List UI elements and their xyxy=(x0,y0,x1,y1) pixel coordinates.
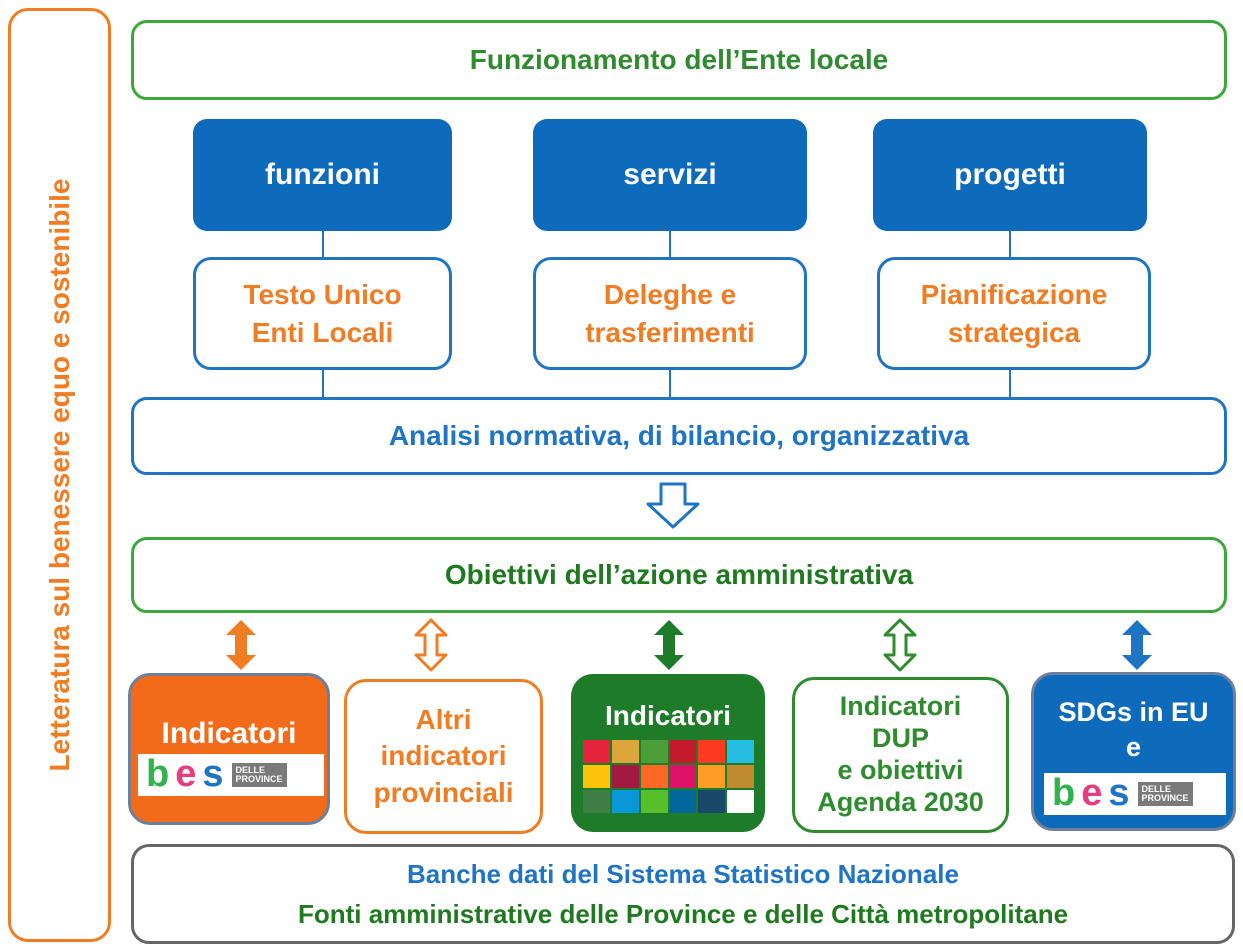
footer-line-2: Fonti amministrative delle Province e de… xyxy=(297,899,1069,929)
double-arrow-outline-icon xyxy=(414,618,448,672)
sdg-goal-icon xyxy=(583,765,610,788)
indicator-line: provinciali xyxy=(373,776,514,808)
connector-line xyxy=(1009,231,1011,257)
sub-line: Testo Unico xyxy=(243,278,402,310)
sdg-goal-icon xyxy=(698,740,726,763)
sdg-goal-icon xyxy=(583,790,610,813)
sdg-goal-icon xyxy=(669,765,697,788)
sub-line: trasferimenti xyxy=(585,316,755,348)
sdg-goal-icon xyxy=(640,740,668,763)
sub-line: Enti Locali xyxy=(251,316,394,348)
head-label: funzioni xyxy=(265,158,380,191)
sub-line: Pianificazione xyxy=(920,278,1108,310)
sdg-goal-icon xyxy=(727,740,754,763)
sdg-goal-icon xyxy=(669,790,697,813)
connector-line xyxy=(669,231,671,257)
bes-tag-line: DELLE xyxy=(1141,784,1172,794)
sdg-goal-icon xyxy=(611,790,639,813)
connector-line xyxy=(1009,370,1011,397)
objectives-bar: Obiettivi dell’azione amministrativa xyxy=(131,537,1227,613)
connector-line xyxy=(669,370,671,397)
sub-box-deleghe: Deleghe e trasferimenti xyxy=(533,257,807,370)
bes-logo-b: b xyxy=(146,753,170,796)
sdg-goal-icon xyxy=(698,790,726,813)
double-arrow-outline-icon xyxy=(883,618,917,672)
sdg-goal-icon xyxy=(611,740,639,763)
bes-logo: b e s DELLE PROVINCE xyxy=(138,753,324,796)
indicator-line: e obiettivi xyxy=(837,755,964,785)
sdg-goal-icon xyxy=(640,765,668,788)
double-arrow-icon xyxy=(654,620,684,670)
head-box-servizi: servizi xyxy=(533,119,807,231)
sdg-goal-icon xyxy=(611,765,639,788)
indicator-line: SDGs in EU xyxy=(1058,697,1209,727)
indicator-title: Indicatori xyxy=(604,700,731,731)
bes-tag-line: PROVINCE xyxy=(235,774,283,784)
connector-line xyxy=(322,370,324,397)
indicator-box-altri: Altri indicatori provinciali xyxy=(344,679,543,834)
indicator-box-bes: Indicatori b e s DELLE PROVINCE xyxy=(128,673,330,825)
double-arrow-icon xyxy=(1122,620,1152,670)
sub-line: Deleghe e xyxy=(603,278,737,310)
double-arrow-icon xyxy=(226,620,256,670)
bes-tag-line: PROVINCE xyxy=(1141,793,1189,803)
head-label: servizi xyxy=(623,158,717,191)
sub-line: strategica xyxy=(947,316,1081,348)
indicator-line: DUP xyxy=(871,723,929,754)
down-arrow-icon xyxy=(646,482,700,529)
bes-tag-line: DELLE xyxy=(235,765,266,775)
literature-side-label: Letteratura sul benessere equo e sosteni… xyxy=(43,178,75,772)
indicator-line: Indicatori xyxy=(839,691,962,722)
bes-logo-e: e xyxy=(1081,772,1103,815)
bes-logo-b: b xyxy=(1052,772,1076,815)
connector-line xyxy=(322,231,324,257)
indicator-box-sdgs-eu: SDGs in EU e b e s DELLE PROVINCE xyxy=(1031,672,1236,831)
sdg-goal-icon xyxy=(698,765,726,788)
bes-logo-tag: DELLE PROVINCE xyxy=(1137,782,1193,806)
head-box-progetti: progetti xyxy=(873,119,1147,231)
indicator-box-dup: Indicatori DUP e obiettivi Agenda 2030 xyxy=(792,677,1009,833)
bes-logo-s: s xyxy=(202,753,224,796)
sdg-goal-icon xyxy=(583,740,610,763)
indicator-line: e xyxy=(1125,732,1142,763)
sub-box-pianificazione: Pianificazione strategica xyxy=(877,257,1151,370)
objectives-label: Obiettivi dell’azione amministrativa xyxy=(444,559,914,590)
footer-line-1: Banche dati del Sistema Statistico Nazio… xyxy=(407,858,959,889)
indicator-title: Indicatori xyxy=(161,717,297,750)
sdg-goal-icon xyxy=(727,765,754,788)
bes-logo-e: e xyxy=(175,753,197,796)
footer-box-sources: Banche dati del Sistema Statistico Nazio… xyxy=(131,844,1235,944)
sdg-goal-icon xyxy=(727,790,754,813)
head-label: progetti xyxy=(954,158,1066,191)
indicator-box-sdg: Indicatori xyxy=(571,674,765,832)
indicator-line: Altri xyxy=(415,703,472,735)
head-box-funzioni: funzioni xyxy=(193,119,452,231)
bes-logo: b e s DELLE PROVINCE xyxy=(1044,772,1226,815)
top-bar-ente-locale: Funzionamento dell’Ente locale xyxy=(131,20,1227,100)
analysis-label: Analisi normativa, di bilancio, organizz… xyxy=(388,420,970,451)
bes-logo-s: s xyxy=(1108,772,1130,815)
literature-side-box: Letteratura sul benessere equo e sosteni… xyxy=(8,8,111,942)
sdg-goal-icon xyxy=(640,790,668,813)
indicator-line: indicatori xyxy=(380,740,507,772)
indicator-line: Agenda 2030 xyxy=(817,786,984,817)
analysis-bar: Analisi normativa, di bilancio, organizz… xyxy=(131,397,1227,475)
bes-logo-tag: DELLE PROVINCE xyxy=(231,763,287,787)
sdg-icon-grid xyxy=(583,740,754,813)
top-bar-label: Funzionamento dell’Ente locale xyxy=(469,44,889,75)
sdg-goal-icon xyxy=(669,740,697,763)
